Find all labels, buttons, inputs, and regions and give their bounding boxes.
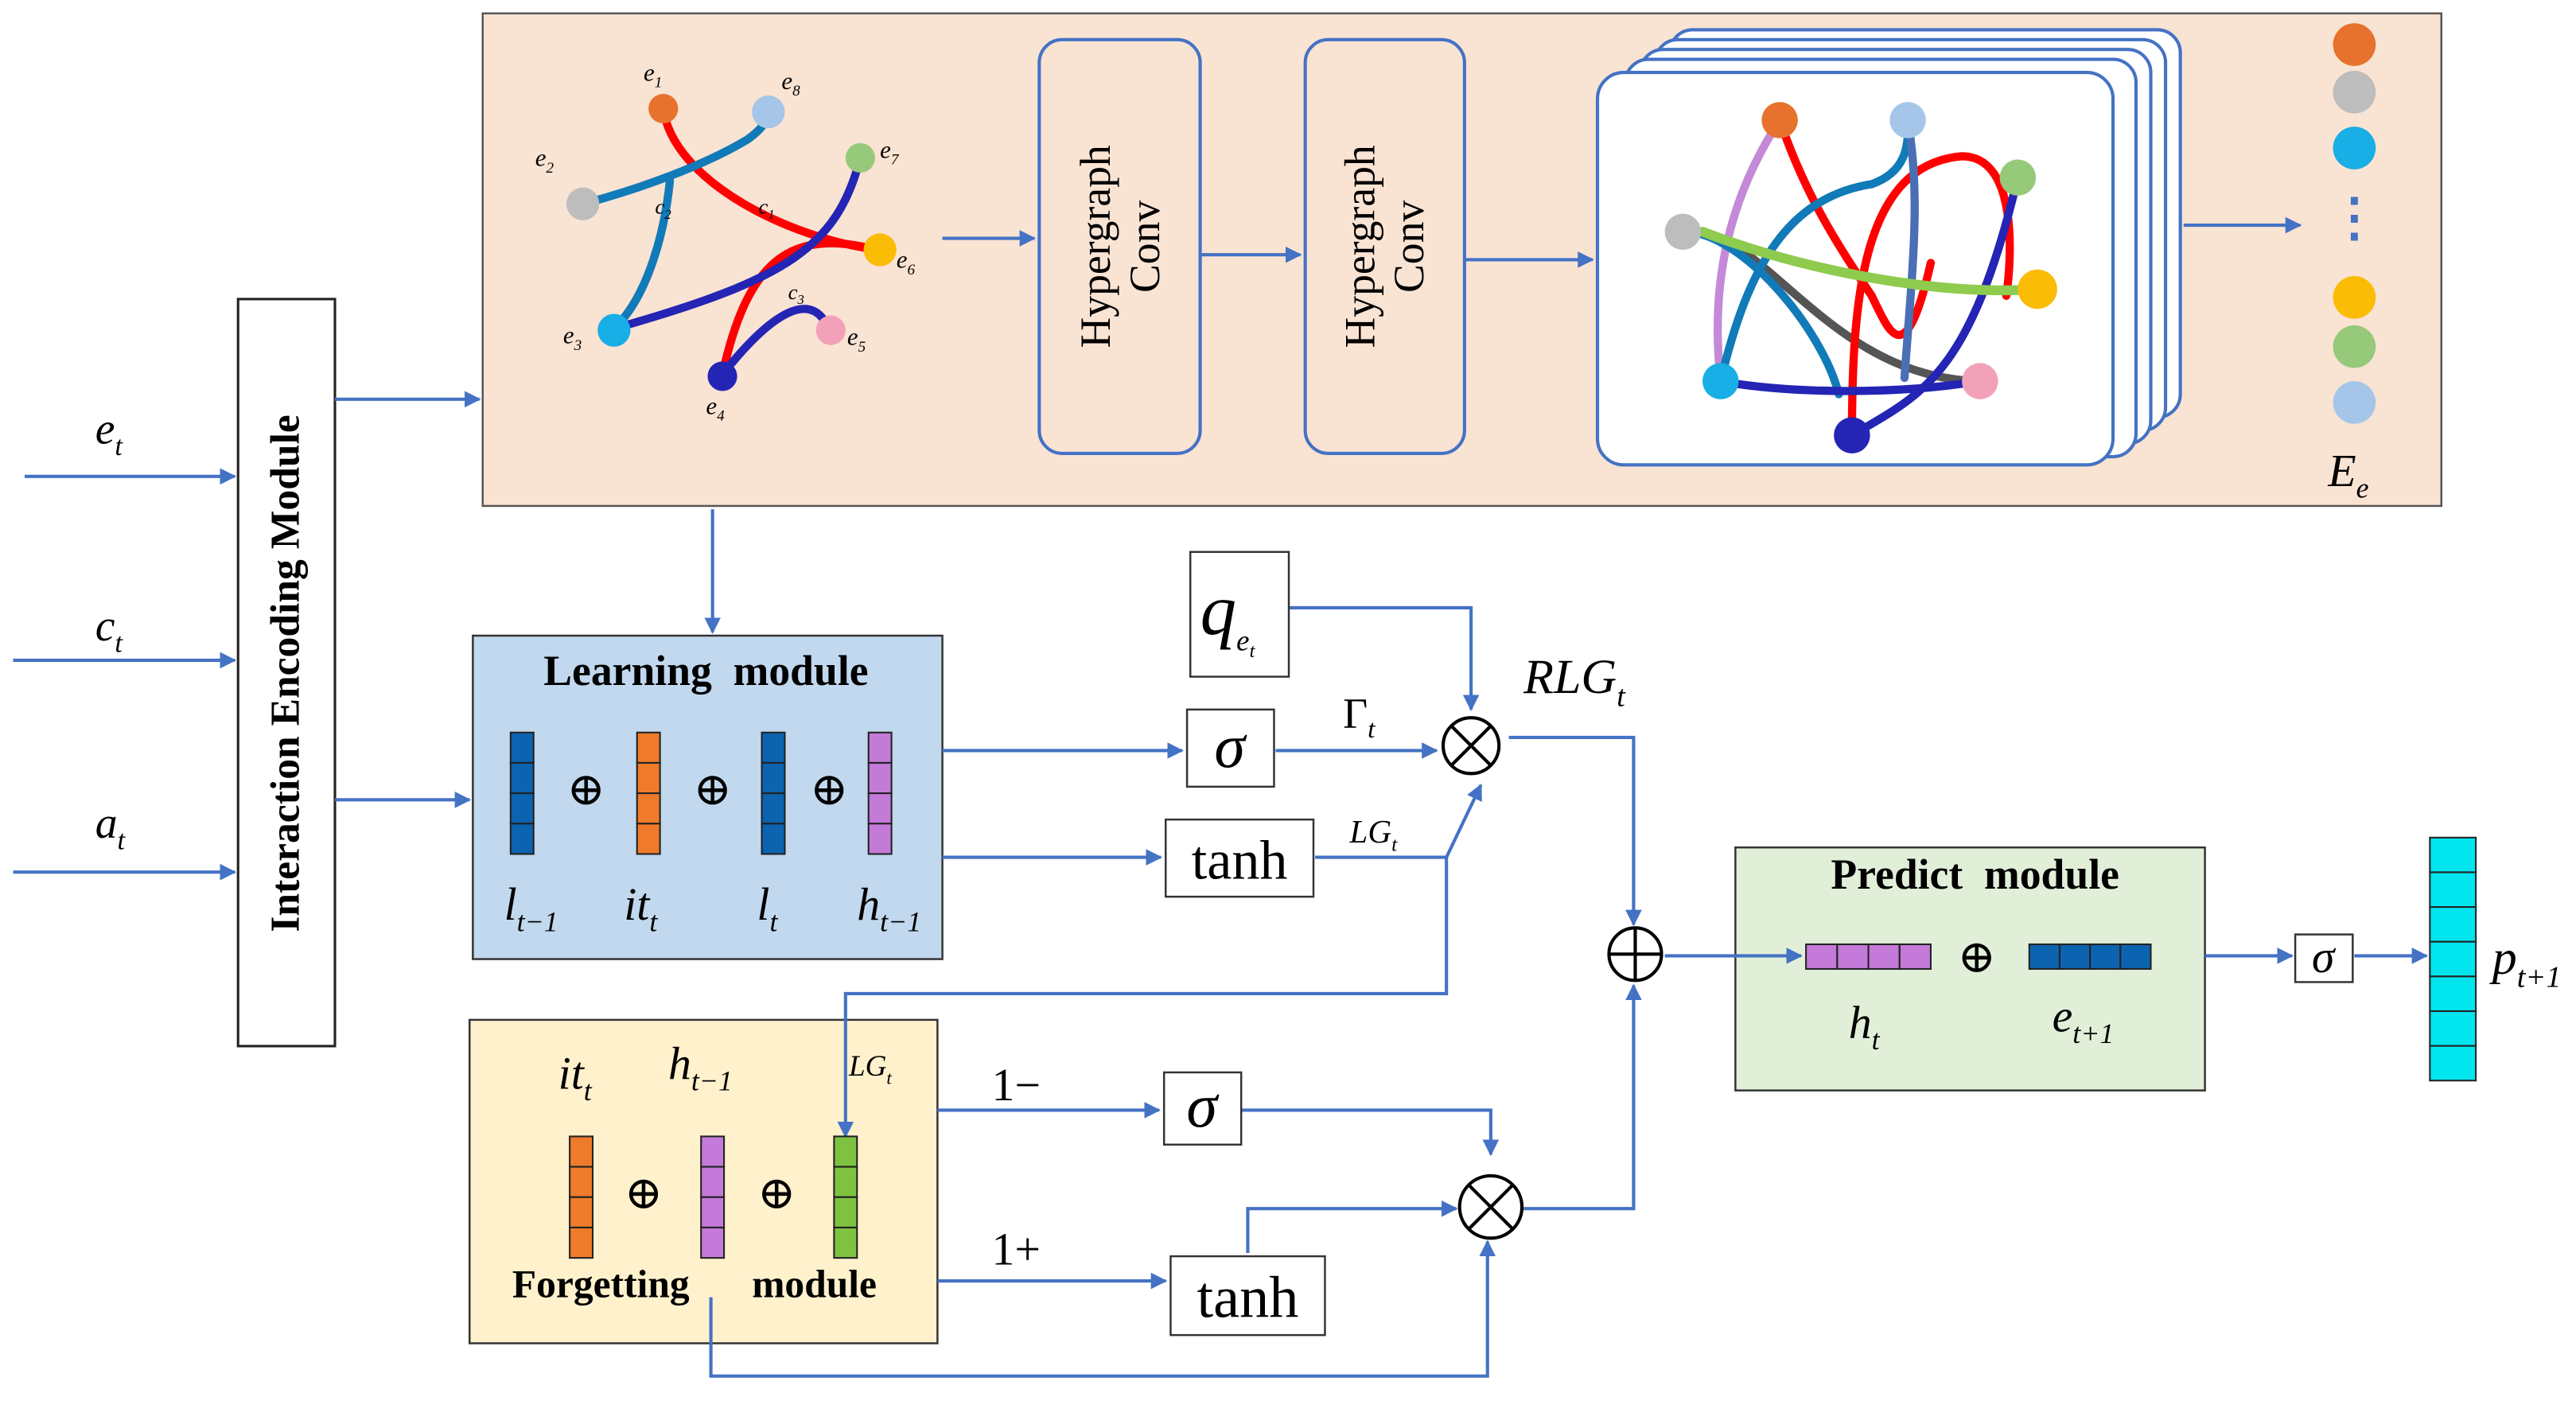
learning-label-l: lt bbox=[757, 880, 778, 937]
tanh-box-learning bbox=[1165, 818, 1315, 898]
embedding-ellipsis: ⋮ bbox=[2328, 189, 2380, 247]
predict-vector-e bbox=[2028, 943, 2152, 970]
tanh-label-learning: tanh bbox=[1192, 829, 1288, 891]
embedding-node-3 bbox=[2333, 126, 2376, 169]
hypergraph-conv-2-label: HypergraphConv bbox=[1336, 145, 1433, 348]
embedded-hypergraph bbox=[1664, 102, 2057, 453]
embedding-label: Ee bbox=[2327, 446, 2368, 504]
learning-vector-1 bbox=[509, 731, 535, 855]
node-label-e8: e8 bbox=[781, 67, 800, 99]
output-vector bbox=[2429, 836, 2477, 1082]
node-label-e4: e4 bbox=[706, 391, 725, 424]
node-label-e3: e3 bbox=[563, 321, 582, 354]
predict-vectors bbox=[1805, 943, 2152, 970]
hypergraph-conv-1 bbox=[1037, 37, 1202, 455]
forgetting-vector-2 bbox=[700, 1135, 726, 1259]
forgetting-vector-1 bbox=[569, 1135, 594, 1259]
forgetting-label-h-prev: ht−1 bbox=[668, 1039, 733, 1096]
tanh-label-forgetting: tanh bbox=[1197, 1265, 1298, 1330]
hypergraph-nodes bbox=[566, 93, 897, 391]
sigma-label-learning: σ bbox=[1214, 711, 1247, 780]
node-label-e1: e1 bbox=[644, 58, 662, 91]
multiply-node-top bbox=[1441, 716, 1501, 776]
one-plus-label: 1+ bbox=[991, 1224, 1040, 1275]
q-box bbox=[1189, 551, 1290, 678]
rlg-label: RLGt bbox=[1523, 650, 1626, 714]
embedding-node-2 bbox=[2333, 71, 2376, 114]
sigma-box-output bbox=[2294, 933, 2354, 983]
edge-label-c1: c1 bbox=[758, 195, 774, 222]
output-label: pt+1 bbox=[2489, 931, 2562, 994]
predict-label-h: ht bbox=[1849, 998, 1881, 1056]
learning-vector-4 bbox=[867, 731, 893, 855]
learning-module-title: Learning module bbox=[543, 647, 868, 695]
learning-label-it: itt bbox=[624, 880, 658, 937]
learning-vector-2 bbox=[636, 731, 661, 855]
learning-module bbox=[472, 634, 944, 960]
output-vector-cells bbox=[2429, 836, 2477, 1082]
embedding-node-4 bbox=[2333, 276, 2376, 319]
concat-node-middle bbox=[1607, 926, 1664, 983]
learning-vectors bbox=[509, 731, 893, 855]
interaction-encoding-label: Interaction Encoding Module bbox=[263, 414, 309, 932]
forgetting-label-lg: LGt bbox=[848, 1050, 892, 1088]
sigma-box-learning bbox=[1185, 708, 1275, 788]
embedding-node-5 bbox=[2333, 325, 2376, 368]
gamma-label: Γt bbox=[1343, 690, 1376, 744]
edge-label-c2: c2 bbox=[655, 195, 671, 222]
learning-vector-3 bbox=[761, 731, 786, 855]
learning-label-l-prev: lt−1 bbox=[504, 880, 558, 937]
forgetting-vector-3 bbox=[833, 1135, 858, 1259]
forgetting-label-it: itt bbox=[558, 1049, 593, 1107]
input-a: at bbox=[95, 799, 126, 855]
input-e: et bbox=[95, 405, 124, 461]
tanh-box-forgetting bbox=[1169, 1255, 1326, 1337]
embedding-node-6 bbox=[2333, 381, 2376, 424]
forgetting-title-left: Forgetting bbox=[512, 1263, 690, 1306]
node-label-e6: e6 bbox=[897, 246, 916, 278]
learning-concat-2: ⊕ bbox=[693, 765, 731, 815]
predict-module-title: Predict module bbox=[1831, 850, 2119, 898]
learning-concat-1: ⊕ bbox=[567, 765, 605, 815]
predict-concat: ⊕ bbox=[1958, 932, 1996, 983]
node-label-e5: e5 bbox=[847, 323, 866, 356]
embedding-node-1 bbox=[2333, 23, 2376, 66]
sigma-box-forgetting bbox=[1162, 1071, 1243, 1146]
hypergraph: e1 e8 e2 e7 e6 e3 e5 e4 c1 c2 c3 bbox=[535, 58, 916, 424]
hypergraph-conv-2 bbox=[1303, 37, 1466, 455]
learning-label-h-prev: ht−1 bbox=[857, 880, 921, 937]
edge-label-c3: c3 bbox=[788, 280, 804, 307]
hypergraph-conv-1-label: HypergraphConv bbox=[1072, 145, 1169, 348]
forgetting-concat-1: ⊕ bbox=[625, 1169, 663, 1219]
node-label-e2: e2 bbox=[535, 144, 555, 177]
predict-label-e: et+1 bbox=[2053, 991, 2115, 1049]
lg-label: LGt bbox=[1348, 813, 1398, 855]
input-arrows bbox=[13, 468, 237, 881]
multiply-node-bottom bbox=[1457, 1173, 1524, 1240]
sigma-label-output: σ bbox=[2312, 932, 2337, 983]
forgetting-vectors bbox=[569, 1135, 858, 1259]
interaction-encoding-module bbox=[236, 298, 337, 1048]
predict-vector-h bbox=[1805, 943, 1932, 970]
embedding-column bbox=[2333, 23, 2376, 424]
q-label: qet bbox=[1200, 570, 1256, 662]
sigma-label-forgetting: σ bbox=[1186, 1071, 1220, 1140]
learning-concat-3: ⊕ bbox=[810, 765, 848, 815]
flow-arrows bbox=[335, 216, 2429, 1378]
input-c: ct bbox=[95, 601, 124, 658]
forgetting-title-right: module bbox=[752, 1263, 877, 1306]
node-label-e7: e7 bbox=[880, 135, 900, 168]
forgetting-concat-2: ⊕ bbox=[757, 1169, 796, 1219]
one-minus-label: 1− bbox=[991, 1060, 1040, 1111]
